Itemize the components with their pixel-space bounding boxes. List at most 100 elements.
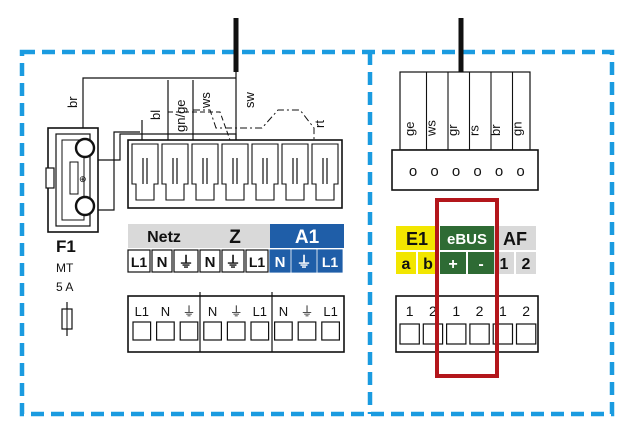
terminal-label: 1 [452, 303, 460, 319]
plug-pin: o [495, 163, 503, 180]
terminal-cell: ⏚ [291, 249, 317, 273]
group-z: Z [200, 224, 270, 248]
plug-pin: o [473, 163, 481, 180]
terminal-label: ⏚ [182, 304, 195, 319]
group-e1-title: E1 [406, 229, 428, 249]
plug-slot [131, 143, 159, 201]
terminal-label: N [161, 304, 170, 319]
terminal-label: 2 [476, 303, 484, 319]
terminal-screw: 1 [446, 303, 467, 345]
left-cell-row: L1 N ⏚ N ⏚ L1 N ⏚ L1 [127, 249, 343, 273]
terminal-screw: N [156, 304, 175, 341]
outer-dashed-border [19, 49, 615, 417]
terminal-cell: L1 [317, 249, 343, 273]
plug-pin: o [430, 163, 438, 180]
terminal-cell: ⏚ [173, 249, 199, 273]
terminal-screw: ⏚ [226, 304, 246, 341]
terminal-cell-label: b [423, 256, 433, 273]
plug-slot [251, 143, 279, 201]
terminal-cell-label: ⏚ [178, 254, 193, 271]
plug-pin: o [516, 163, 524, 180]
terminal-label: L1 [135, 304, 149, 319]
group-e1: E1 [396, 226, 438, 250]
wire-label: br [488, 124, 503, 136]
wire-label-ws: ws [198, 92, 213, 109]
group-ebus-title: eBUS [447, 231, 487, 248]
fuse-symbol-icon [61, 302, 73, 336]
terminal-screw: ⏚ [297, 304, 317, 341]
wire-label-gn-ge: gn/ge [173, 99, 188, 132]
terminal-cell-label: 1 [500, 256, 509, 273]
fuse-label: F1 [56, 237, 76, 256]
wire-label: rs [467, 125, 482, 136]
terminal-label: L1 [323, 304, 337, 319]
fuse-rating-line1: MT [56, 261, 74, 275]
terminal-cell: 2 [516, 252, 536, 274]
terminal-cell-label: N [275, 254, 286, 271]
plug-slot [161, 143, 189, 201]
group-a1: A1 [270, 224, 344, 248]
ebus-highlight-box [435, 198, 499, 378]
terminal-cell-label: N [205, 254, 216, 271]
panel-borders [19, 49, 615, 417]
terminal-cell-label: ⏚ [225, 254, 240, 271]
plug-slot [311, 143, 339, 201]
terminal-cell-label: + [448, 256, 457, 273]
terminal-cell-label: L1 [322, 254, 339, 270]
terminal-cell: b [418, 252, 438, 274]
wire-label-rt: rt [312, 120, 327, 128]
group-a1-title: A1 [295, 227, 320, 248]
fuse-holder: br ⊕ [45, 77, 237, 233]
group-netz-title: Netz [147, 229, 181, 246]
terminal-label: 1 [406, 303, 414, 319]
terminal-cell-label: ⏚ [296, 254, 311, 271]
wire-label-br: br [65, 96, 80, 108]
plug-slot [191, 143, 219, 201]
group-ebus: eBUS [440, 226, 494, 250]
wire-label: ws [424, 120, 439, 137]
terminal-screw: L1 [321, 304, 340, 341]
terminal-label: ⏚ [230, 304, 243, 319]
terminal-screw: 2 [469, 303, 490, 345]
terminal-label: 2 [522, 303, 530, 319]
group-af: AF [494, 226, 536, 250]
wire-label: gn [510, 122, 525, 136]
terminal-cell-label: 2 [522, 256, 531, 273]
terminal-cell-label: N [157, 254, 168, 271]
group-af-title: AF [503, 229, 527, 249]
terminal-cell-label: - [478, 256, 483, 273]
terminal-cell: - [468, 252, 494, 274]
terminal-screw: 2 [515, 303, 537, 345]
terminal-cell: L1 [127, 249, 151, 273]
svg-text:⊕: ⊕ [79, 174, 87, 184]
wire-label-bl: bl [148, 110, 163, 120]
wire-label-sw: sw [242, 92, 257, 109]
wire-label: ge [402, 122, 417, 136]
terminal-cell: L1 [245, 249, 269, 273]
terminal-cell-label: a [402, 256, 411, 273]
terminal-cell: ⏚ [221, 249, 245, 273]
terminal-cell: + [440, 252, 466, 274]
terminal-label: 1 [499, 303, 507, 319]
terminal-cell: N [151, 249, 173, 273]
terminal-screw: N [203, 304, 223, 341]
terminal-screw: 1 [399, 303, 420, 345]
terminal-cell: N [199, 249, 221, 273]
terminal-cell: a [396, 252, 416, 274]
terminal-screw: N [274, 304, 293, 341]
plug-slot [281, 143, 309, 201]
terminal-label: N [208, 304, 217, 319]
terminal-label: ⏚ [300, 304, 313, 319]
terminal-label: N [279, 304, 288, 319]
group-z-title: Z [229, 227, 241, 248]
group-netz: Netz [128, 224, 200, 248]
plug-slot [221, 143, 249, 201]
left-plug-connector [127, 139, 343, 209]
terminal-cell: N [269, 249, 291, 273]
